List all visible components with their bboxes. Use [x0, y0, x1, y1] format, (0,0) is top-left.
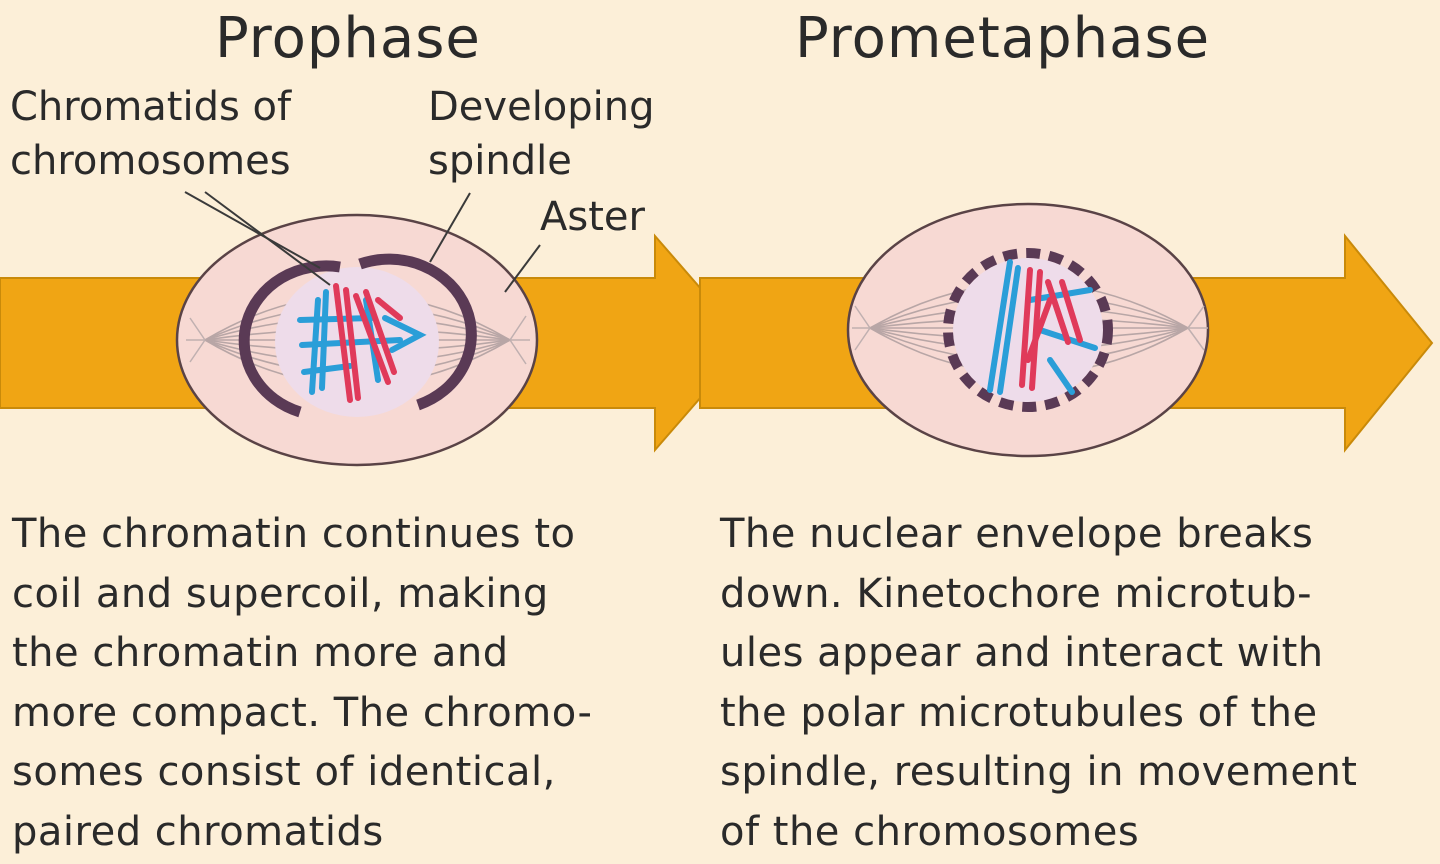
label-developing-spindle: Developing spindle [428, 84, 655, 184]
prophase-description: The chromatin continues to coil and supe… [12, 511, 593, 855]
prophase-aster-left [186, 317, 206, 363]
prophase-chromatids [297, 283, 427, 403]
label-chromatids: Chromatids of chromosomes [10, 84, 292, 184]
prometaphase-chromatids [987, 259, 1098, 395]
pointer-spindle [429, 192, 471, 263]
prophase-aster-right [509, 315, 530, 365]
prometaphase-cell [846, 202, 1210, 458]
pointer-aster [504, 244, 541, 293]
prometaphase-envelope-fragments [943, 248, 1113, 412]
prophase-title: Prophase [215, 6, 481, 71]
pointer-chromatids-1 [184, 191, 321, 269]
prophase-envelope-right [358, 253, 477, 411]
prometaphase-aster-left [852, 305, 871, 351]
prophase-envelope-left [238, 260, 341, 418]
label-aster: Aster [540, 194, 645, 240]
prometaphase-description: The nuclear envelope breaks down. Kineto… [720, 511, 1358, 855]
pointer-chromatids-2 [204, 191, 331, 286]
prometaphase-aster-right [1187, 305, 1208, 351]
pointer-lines [184, 191, 541, 293]
prophase-cell [175, 213, 539, 467]
prometaphase-title: Prometaphase [795, 6, 1211, 71]
